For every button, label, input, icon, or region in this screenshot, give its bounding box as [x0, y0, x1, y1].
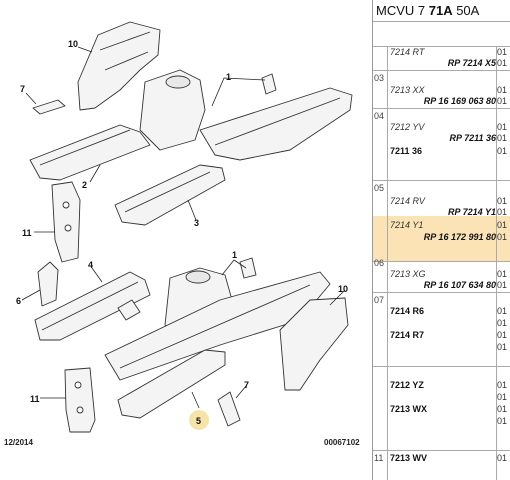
- callout-2: 2: [82, 180, 87, 190]
- callout-10-lower: 10: [338, 284, 348, 294]
- row-qty: 01: [497, 330, 508, 340]
- front-rail-lower: [34, 271, 151, 341]
- panel-divider: [372, 0, 373, 480]
- group-label: 04: [374, 111, 385, 121]
- row-ref[interactable]: 7211 36: [390, 146, 423, 156]
- shock-tower: [139, 69, 206, 151]
- row-ref[interactable]: 7212 YZ: [390, 380, 424, 390]
- row-ref[interactable]: 7214 R6: [390, 306, 425, 316]
- callout-6: 6: [16, 296, 21, 306]
- row-ref[interactable]: 7213 WV: [390, 453, 428, 463]
- floor-rail-upper: [199, 87, 353, 161]
- row-qty: 01: [497, 453, 508, 463]
- rail-part-3: [114, 164, 226, 226]
- row-ref[interactable]: 7213 WX: [390, 404, 428, 414]
- callout-11-lower: 11: [30, 394, 40, 404]
- wheelhouse-lower: [279, 297, 349, 391]
- row-rp-selected[interactable]: RP 16 172 991 80: [423, 232, 496, 242]
- row-ref[interactable]: 7213 XG: [390, 269, 426, 279]
- panel-subheader: [373, 22, 510, 47]
- row-qty: 01: [497, 220, 508, 230]
- selected-row-highlight: [388, 216, 510, 261]
- callout-1-lower: 1: [232, 250, 237, 260]
- bracket-6: [37, 261, 59, 307]
- bracket-7-lower: [217, 391, 241, 427]
- row-qty: 01: [497, 146, 508, 156]
- row-ref[interactable]: 7213 XX: [390, 85, 425, 95]
- header-bold: 71A: [428, 3, 453, 18]
- row-qty: 01: [497, 380, 508, 390]
- group-label: 11: [374, 453, 384, 463]
- wheelhouse-upper: [77, 21, 161, 111]
- callout-1-upper: 1: [226, 72, 231, 82]
- row-qty: 01: [497, 85, 508, 95]
- row-rp[interactable]: RP 16 107 634 80: [423, 280, 496, 290]
- row-qty: 01: [497, 196, 508, 206]
- row-rp[interactable]: RP 7214 X5: [447, 58, 496, 68]
- row-qty: 01: [497, 122, 508, 132]
- row-ref[interactable]: 7214 RT: [390, 47, 425, 57]
- parts-diagram: 10 7 1 2 3 11 4 6 1 10 11 5 7: [16, 21, 353, 433]
- group-label: 07: [374, 295, 385, 305]
- panel-header: MCVU 7 71A 50A: [373, 0, 510, 22]
- callout-5: 5: [196, 416, 201, 426]
- row-ref-selected[interactable]: 7214 Y1: [390, 220, 424, 230]
- row-qty: 01: [497, 306, 508, 316]
- row-ref[interactable]: 7214 R7: [390, 330, 425, 340]
- row-rp[interactable]: RP 16 169 063 80: [423, 96, 496, 106]
- callout-highlight-circle: [189, 410, 209, 430]
- callout-4: 4: [88, 260, 93, 270]
- row-qty: 01: [497, 47, 508, 57]
- row-ref[interactable]: 7212 YV: [390, 122, 425, 132]
- row-ref[interactable]: 7214 RV: [390, 196, 425, 206]
- row-qty: 01: [497, 404, 508, 414]
- callout-3: 3: [194, 218, 199, 228]
- callout-7-lower: 7: [244, 380, 249, 390]
- bracket-11-upper: [51, 181, 81, 263]
- callout-11-upper: 11: [22, 228, 32, 238]
- rail-part-5: [117, 349, 226, 419]
- front-rail-left: [29, 124, 151, 181]
- footer-code: 00067102: [324, 438, 360, 447]
- group-label: 06: [374, 258, 385, 268]
- bracket-7-upper: [32, 99, 66, 115]
- footer-date: 12/2014: [4, 438, 33, 447]
- group-label: 05: [374, 183, 385, 193]
- row-qty: 01: [497, 269, 508, 279]
- callout-7-upper: 7: [20, 84, 25, 94]
- group-label: 03: [374, 73, 385, 83]
- parts-list-panel: MCVU 7 71A 50A 03 04 05 06 07 11 7214 RT…: [373, 0, 510, 480]
- row-rp[interactable]: RP 7211 36: [449, 133, 496, 143]
- callout-10-upper: 10: [68, 39, 78, 49]
- bracket-11-lower: [64, 367, 96, 433]
- row-rp[interactable]: RP 7214 Y1: [447, 207, 496, 217]
